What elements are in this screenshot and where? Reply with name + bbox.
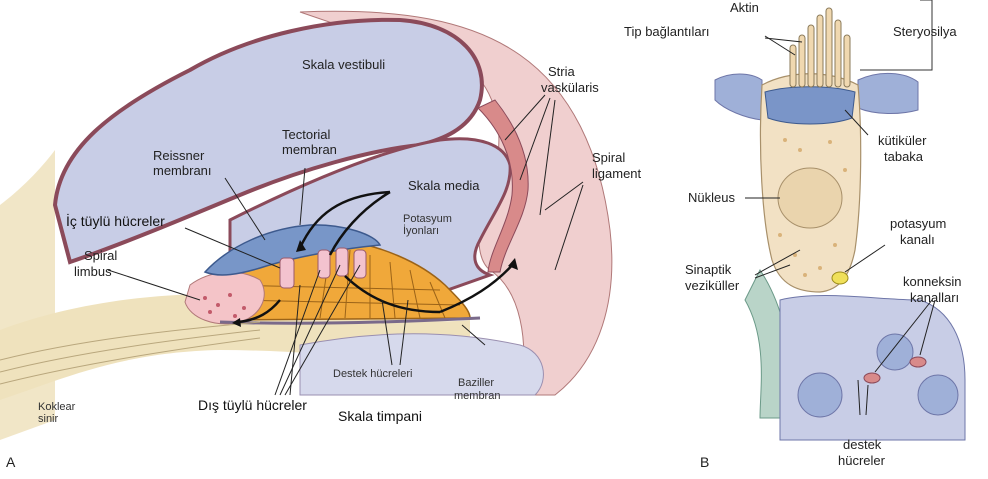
- label-stria-line2: vaskülaris: [541, 80, 599, 95]
- label-kutikuler-line2: tabaka: [884, 149, 923, 164]
- label-koklear-line2: sinir: [38, 413, 58, 425]
- support-nucleus-2: [877, 334, 913, 370]
- top-support-left: [715, 74, 762, 120]
- label-spiral-limbus-line1: Spiral: [84, 248, 117, 263]
- label-skala-timpani: Skala timpani: [338, 409, 422, 424]
- label-dis-tuylu-hucreler: Dış tüylü hücreler: [198, 398, 307, 413]
- label-konneksin-line2: kanalları: [910, 290, 959, 305]
- support-cells-bottom: [780, 296, 965, 440]
- label-destek-hucreleri: Destek hücreleri: [333, 368, 412, 380]
- label-skala-media: Skala media: [408, 178, 480, 193]
- label-potasyum-kanali-line2: kanalı: [900, 232, 935, 247]
- top-support-right: [858, 73, 918, 113]
- label-aktin: Aktin: [730, 0, 759, 15]
- label-skala-vestibuli: Skala vestibuli: [302, 57, 385, 72]
- label-koklear-line1: Koklear: [38, 401, 75, 413]
- label-kutikuler-line1: kütiküler: [878, 133, 926, 148]
- label-reissner-line2: membranı: [153, 163, 212, 178]
- spiral-limbus-tissue: [185, 272, 264, 324]
- hair-cell-nucleus: [778, 168, 842, 228]
- cuticular-plate: [765, 87, 855, 124]
- label-baziller-line2: membran: [454, 390, 500, 402]
- label-konneksin-line1: konneksin: [903, 274, 962, 289]
- label-destek-line1: destek: [843, 437, 881, 452]
- label-potasyum-line2: İyonları: [403, 225, 439, 237]
- scala-timpani-area: [300, 334, 543, 395]
- label-sinaptik-line1: Sinaptik: [685, 262, 731, 277]
- panel-letter-b: B: [700, 455, 709, 470]
- potassium-channel: [832, 272, 848, 284]
- label-nukleus: Nükleus: [688, 190, 735, 205]
- label-stria-line1: Stria: [548, 64, 575, 79]
- label-spiral-ligament-line2: ligament: [592, 166, 641, 181]
- label-baziller-line1: Baziller: [458, 377, 494, 389]
- label-reissner-line1: Reissner: [153, 148, 204, 163]
- support-nucleus-3: [918, 375, 958, 415]
- label-ic-tuylu-hucreler: İç tüylü hücreler: [66, 214, 165, 229]
- panel-letter-a: A: [6, 455, 15, 470]
- label-tip-baglantilari: Tip bağlantıları: [624, 24, 710, 39]
- support-nucleus-1: [798, 373, 842, 417]
- label-sinaptik-line2: veziküller: [685, 278, 739, 293]
- label-steryosilya: Steryosilya: [893, 24, 957, 39]
- label-potasyum-line1: Potasyum: [403, 213, 452, 225]
- label-tectorial-line1: Tectorial: [282, 127, 330, 142]
- label-potasyum-kanali-line1: potasyum: [890, 216, 946, 231]
- stereocilia-bundle: [790, 8, 850, 87]
- label-spiral-ligament-line1: Spiral: [592, 150, 625, 165]
- label-spiral-limbus-line2: limbus: [74, 264, 112, 279]
- label-destek-line2: hücreler: [838, 453, 885, 468]
- label-tectorial-line2: membran: [282, 142, 337, 157]
